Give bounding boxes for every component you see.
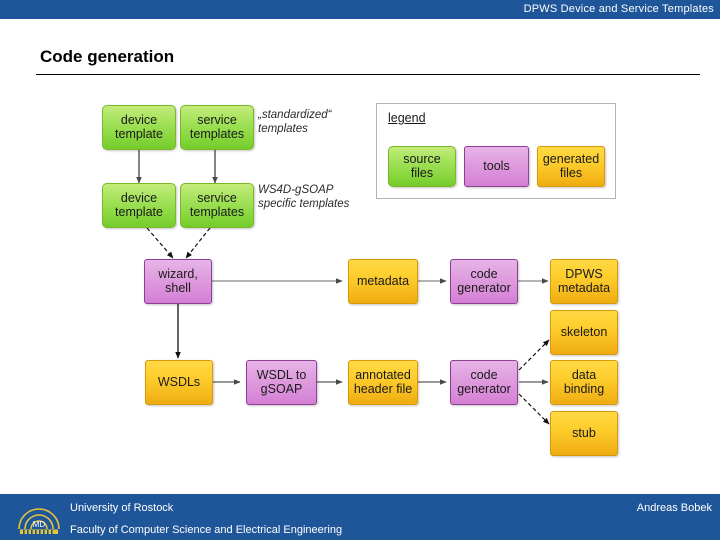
node-wsdl-to-gsoap[interactable]: WSDL to gSOAP xyxy=(246,360,317,405)
node-device-template-ws4d[interactable]: device template xyxy=(102,183,176,228)
node-code-generator-bottom[interactable]: code generator xyxy=(450,360,518,405)
node-skeleton[interactable]: skeleton xyxy=(550,310,618,355)
node-device-template-std[interactable]: device template xyxy=(102,105,176,150)
footer-university: University of Rostock xyxy=(70,502,174,514)
footer-author: Andreas Bobek xyxy=(636,502,712,514)
footer-bar xyxy=(0,494,720,540)
annotation-standardized-templates: „standardized“ templates xyxy=(258,109,332,136)
header-title: DPWS Device and Service Templates xyxy=(523,3,714,15)
node-wizard-shell[interactable]: wizard, shell xyxy=(144,259,212,304)
node-service-templates-ws4d[interactable]: service templates xyxy=(180,183,254,228)
page-title: Code generation xyxy=(40,47,175,66)
title-divider xyxy=(36,74,700,75)
university-logo-icon: MD xyxy=(18,508,60,534)
node-stub[interactable]: stub xyxy=(550,411,618,456)
legend-item-generated-files: generated files xyxy=(537,146,605,187)
legend-title: legend xyxy=(388,111,426,125)
footer-faculty: Faculty of Computer Science and Electric… xyxy=(70,524,343,536)
header-bar xyxy=(0,0,720,19)
node-service-templates-std[interactable]: service templates xyxy=(180,105,254,150)
legend-item-source-files: source files xyxy=(388,146,456,187)
legend-item-tools: tools xyxy=(464,146,529,187)
annotation-ws4d-gsoap-templates: WS4D-gSOAP specific templates xyxy=(258,184,350,211)
node-dpws-metadata[interactable]: DPWS metadata xyxy=(550,259,618,304)
node-data-binding[interactable]: data binding xyxy=(550,360,618,405)
node-wsdls[interactable]: WSDLs xyxy=(145,360,213,405)
node-annotated-header-file[interactable]: annotated header file xyxy=(348,360,418,405)
svg-text:MD: MD xyxy=(33,520,46,529)
node-code-generator-top[interactable]: code generator xyxy=(450,259,518,304)
node-metadata[interactable]: metadata xyxy=(348,259,418,304)
